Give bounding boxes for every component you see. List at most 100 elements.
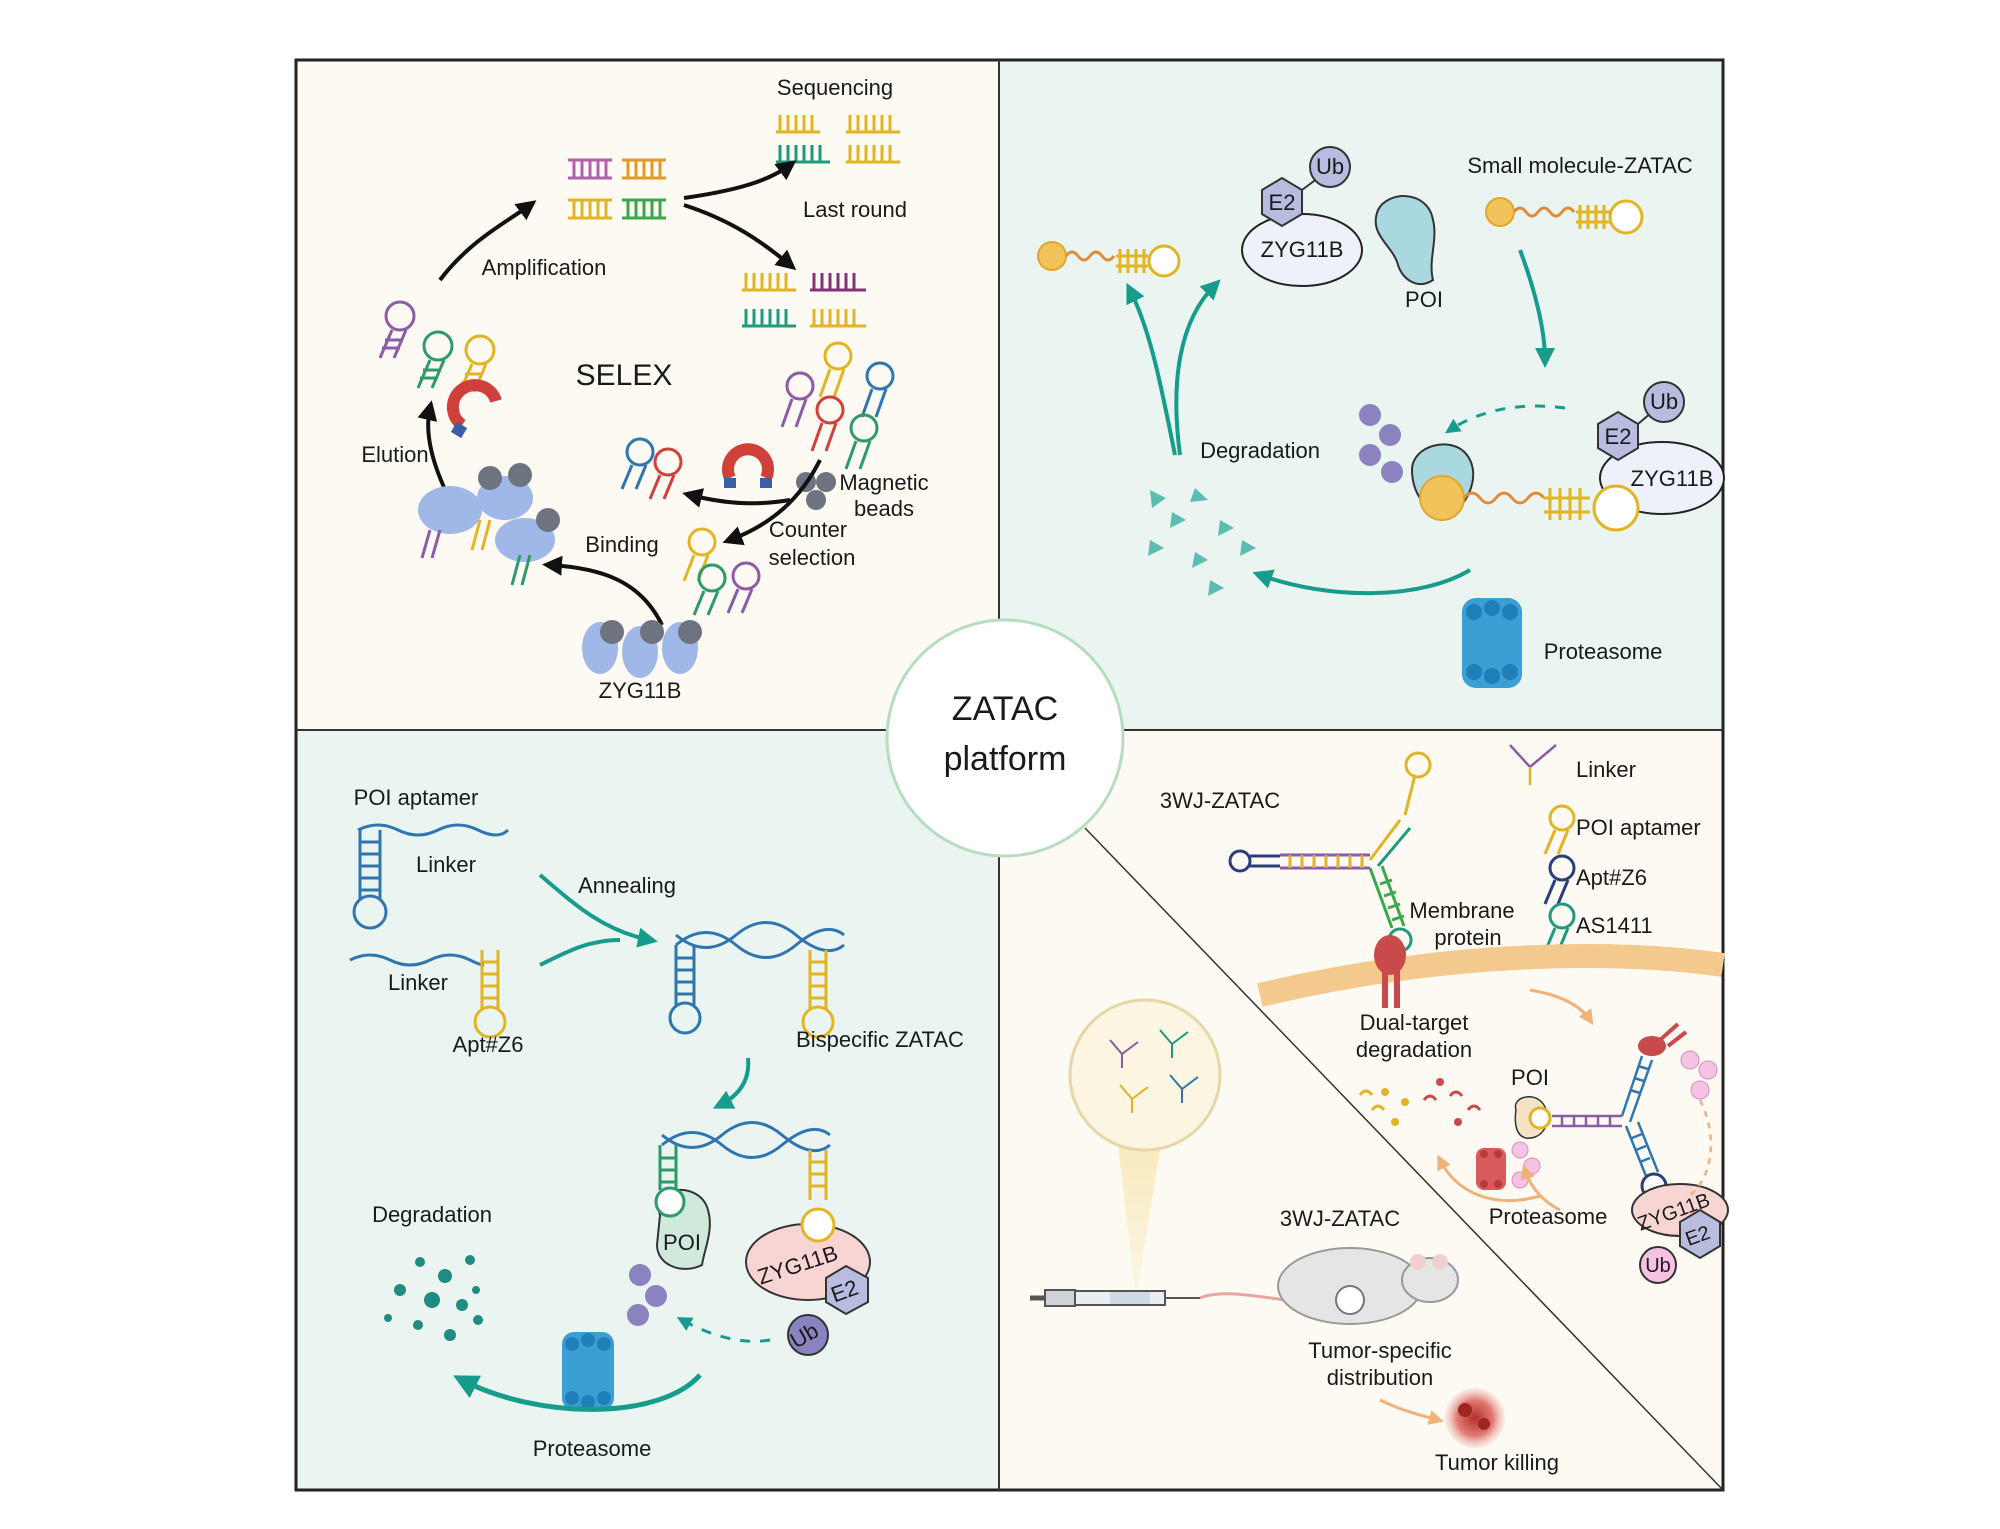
panel-selex-bg — [296, 60, 999, 730]
3wj-proteasome-icon — [1476, 1148, 1506, 1190]
magnetic-label-1: Magnetic — [839, 470, 928, 495]
magnet-icon-2 — [722, 443, 774, 488]
legend-aptz6-icon — [1543, 854, 1576, 905]
syringe-icon — [1030, 1289, 1200, 1307]
binding-label: Binding — [585, 532, 658, 557]
sm-arrow-release-2 — [1126, 282, 1177, 456]
eluted-aptamers — [378, 300, 496, 393]
legend-linker-icon — [1509, 744, 1557, 785]
zyg-top: ZYG11B — [1261, 237, 1344, 262]
bound-complexes — [418, 463, 560, 586]
ub-complex: Ub — [1650, 389, 1678, 414]
sm-arrow-in — [1518, 249, 1555, 368]
3wj-fragments — [1358, 1078, 1482, 1126]
figure-border — [294, 58, 1725, 1492]
selected-aptamers — [682, 527, 761, 616]
zyg11b-beads — [582, 620, 702, 678]
mouse-3wj-label: 3WJ-ZATAC — [1280, 1206, 1400, 1231]
sm-arrow-degradation — [1252, 568, 1472, 596]
aptamer-pool-top — [568, 158, 666, 220]
aptz6-label: Apt#Z6 — [453, 1032, 524, 1057]
bispecific-ternary: POI ZYG11B E2 Ub — [627, 1121, 871, 1356]
arrow-to-sequencing — [683, 160, 797, 200]
annealing-label: Annealing — [578, 873, 676, 898]
panel-bispecific: POI aptamer Linker Linker Apt#Z6 Anneali… — [349, 785, 964, 1461]
magnet-icon — [446, 379, 502, 439]
bispecific-proteasome-icon — [562, 1332, 614, 1410]
panel-3wj: 3WJ-ZATAC Linker — [1030, 744, 1729, 1475]
3wj-arrow-internalize — [1529, 988, 1594, 1025]
3wj-legend: Linker POI aptamer Apt#Z6 AS1411 — [1509, 744, 1701, 953]
arrow-binding — [542, 555, 664, 626]
aptz6-shape — [349, 950, 507, 1039]
poi-top-label: POI — [1405, 287, 1443, 312]
magnified-view — [1068, 998, 1222, 1152]
sm-zatac-recycled — [1037, 241, 1181, 278]
aptamer-pool-right — [742, 273, 866, 328]
center-badge: ZATAC platform — [885, 618, 1125, 858]
dual-label-2: degradation — [1356, 1037, 1472, 1062]
panel-bispecific-bg — [296, 730, 999, 1490]
sm-proteasome-label: Proteasome — [1544, 639, 1663, 664]
center-title-line1: ZATAC — [952, 690, 1058, 728]
cell-membrane — [1257, 944, 1725, 1007]
membrane-label-2: protein — [1434, 925, 1501, 950]
tumor-arrow — [1379, 1398, 1444, 1425]
annealing-arrow-1 — [538, 873, 658, 948]
zyg-complex: ZYG11B — [1631, 466, 1714, 491]
linker-label-2: Linker — [388, 970, 448, 995]
linker-label-1: Linker — [416, 852, 476, 877]
tumor-killing-label: Tumor killing — [1435, 1450, 1559, 1475]
legend-linker: Linker — [1576, 757, 1636, 782]
sequenced-aptamers — [776, 115, 900, 164]
counter-label-2: selection — [769, 545, 856, 570]
divider-diagonal — [1084, 827, 1724, 1491]
3wj-title: 3WJ-ZATAC — [1160, 788, 1280, 813]
magnetic-label-2: beads — [854, 496, 914, 521]
mouse-icon — [1199, 1247, 1459, 1325]
bispecific-degradation-label: Degradation — [372, 1202, 492, 1227]
3wj-arrow-ub — [1520, 1164, 1561, 1212]
elution-label: Elution — [361, 442, 428, 467]
3wj-ub-label: Ub — [1645, 1255, 1671, 1277]
tumor-icon — [1445, 1388, 1505, 1448]
e2-complex: E2 — [1605, 424, 1632, 449]
sm-ub-transfer-arrow — [1445, 404, 1566, 434]
amplification-label: Amplification — [482, 255, 607, 280]
degraded-fragments — [1148, 488, 1256, 596]
dual-label-1: Dual-target — [1360, 1010, 1469, 1035]
sm-degradation-label: Degradation — [1200, 438, 1320, 463]
legend-poi-aptamer: POI aptamer — [1576, 815, 1701, 840]
annealing-arrow-2 — [539, 938, 621, 967]
tumor-dist-label-1: Tumor-specific — [1308, 1338, 1451, 1363]
arrow-counter-down — [722, 459, 822, 546]
sequencing-label: Sequencing — [777, 75, 893, 100]
3wj-proteasome-label: Proteasome — [1489, 1204, 1608, 1229]
sm-arrow-release-1 — [1174, 279, 1221, 456]
legend-aptz6: Apt#Z6 — [1576, 865, 1647, 890]
zyg11b-selex-label: ZYG11B — [599, 678, 682, 703]
3wj-arrow-degradation — [1437, 1154, 1541, 1202]
3wj-complex: ZYG11B E2 Ub — [1511, 1022, 1729, 1284]
arrow-counter — [682, 488, 791, 508]
bispecific-ub-transfer — [676, 1317, 771, 1343]
legend-poi-aptamer-icon — [1543, 804, 1576, 855]
panel-small-molecule-bg — [999, 60, 1723, 730]
proteasome-icon — [1462, 598, 1522, 688]
small-molecule-title: Small molecule-ZATAC — [1467, 153, 1692, 178]
e2-top: E2 — [1269, 190, 1296, 215]
membrane-protein — [1374, 935, 1406, 1008]
membrane-label-1: Membrane — [1409, 898, 1514, 923]
ternary-complex: Ub E2 ZYG11B — [1359, 381, 1725, 532]
poi-free: POI — [1374, 195, 1443, 312]
ub-top: Ub — [1316, 154, 1344, 179]
bispecific-label: Bispecific ZATAC — [796, 1027, 964, 1052]
tumor-dist-label-2: distribution — [1327, 1365, 1433, 1390]
bispecific-fragments — [384, 1255, 483, 1341]
poi-aptamer-label: POI aptamer — [354, 785, 479, 810]
counter-label-1: Counter — [769, 517, 847, 542]
panel-small-molecule: Small molecule-ZATAC Ub E2 ZYG11B — [1037, 146, 1725, 688]
center-title-line2: platform — [944, 740, 1067, 778]
bispecific-zatac-shape — [668, 921, 845, 1039]
